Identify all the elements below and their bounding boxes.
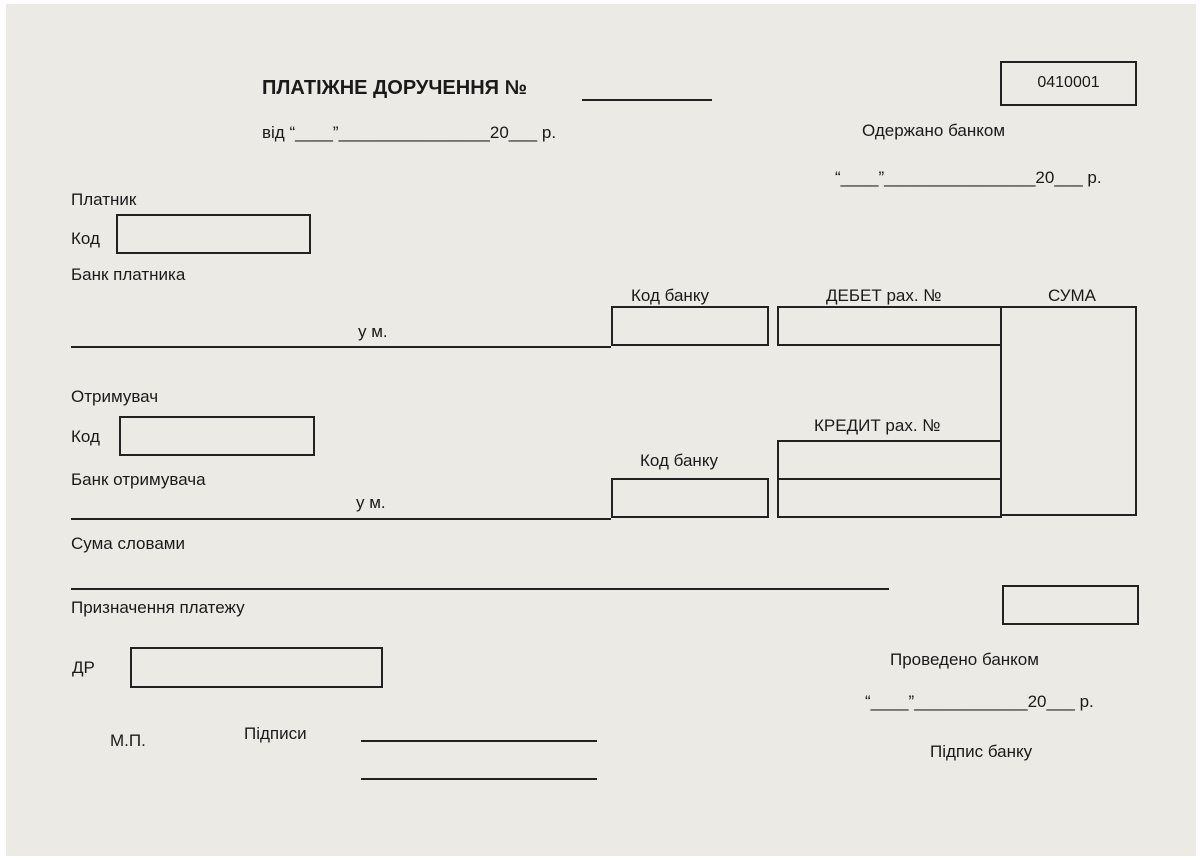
received-date-line[interactable]: “____”________________20___ р. — [835, 168, 1102, 187]
sum-header: СУМА — [1048, 286, 1097, 305]
signature-line-1[interactable] — [361, 740, 597, 742]
credit-account-header: КРЕДИТ рах. № — [814, 416, 941, 435]
signature-line-2[interactable] — [361, 778, 597, 780]
payer-bank-code-header: Код банку — [631, 286, 709, 305]
payer-code-field[interactable] — [116, 214, 311, 254]
payer-heading: Платник — [71, 190, 137, 209]
recipient-bank-line[interactable] — [71, 518, 611, 520]
date-from-line[interactable]: від “____”________________20___ р. — [262, 123, 557, 142]
recipient-code-label: Код — [71, 427, 100, 446]
debit-account-header: ДЕБЕТ рах. № — [826, 286, 942, 305]
recipient-bank-code-field[interactable] — [611, 478, 769, 518]
signatures-label: Підписи — [244, 724, 307, 743]
recipient-bank-code-header: Код банку — [640, 451, 718, 470]
recipient-bank-label: Банк отримувача — [71, 470, 206, 489]
recipient-city-label: у м. — [356, 493, 386, 512]
purpose-code-field[interactable] — [1002, 585, 1139, 625]
order-number-line[interactable] — [582, 99, 712, 101]
payer-city-label: у м. — [358, 322, 388, 341]
debit-account-field[interactable] — [777, 306, 1002, 346]
recipient-code-field[interactable] — [119, 416, 315, 456]
amount-in-words-line[interactable] — [71, 588, 889, 590]
dr-label: ДР — [72, 658, 95, 677]
form-code-box: 0410001 — [1000, 61, 1137, 106]
recipient-heading: Отримувач — [71, 387, 159, 406]
payment-order-form: ПЛАТІЖНЕ ДОРУЧЕННЯ № 0410001 від “____”_… — [6, 4, 1196, 856]
form-code: 0410001 — [1037, 74, 1100, 91]
bank-signature-label: Підпис банку — [930, 742, 1033, 761]
processed-date-line[interactable]: “____”____________20___ р. — [865, 692, 1094, 711]
payer-bank-code-field[interactable] — [611, 306, 769, 346]
amount-in-words-label: Сума словами — [71, 534, 185, 553]
credit-account-field[interactable] — [777, 440, 1002, 480]
payment-purpose-label: Призначення платежу — [71, 598, 245, 617]
processed-by-bank-label: Проведено банком — [890, 650, 1039, 669]
dr-field[interactable] — [130, 647, 383, 688]
form-title: ПЛАТІЖНЕ ДОРУЧЕННЯ № — [262, 77, 527, 99]
stamp-label: М.П. — [110, 731, 146, 750]
recipient-account-field[interactable] — [777, 478, 1002, 518]
payer-bank-label: Банк платника — [71, 265, 186, 284]
payer-bank-line[interactable] — [71, 346, 611, 348]
payer-code-label: Код — [71, 229, 100, 248]
received-by-bank-label: Одержано банком — [862, 121, 1006, 140]
sum-field[interactable] — [1000, 306, 1137, 516]
